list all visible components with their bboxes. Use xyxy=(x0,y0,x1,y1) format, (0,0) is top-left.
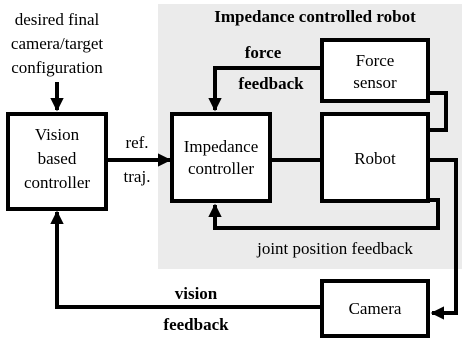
vision-controller-label-line1: Vision xyxy=(35,125,80,144)
impedance-controller-label-line2: controller xyxy=(188,159,254,178)
camera-label: Camera xyxy=(349,299,402,318)
force-feedback-arrow xyxy=(208,66,322,112)
vision-feedback-label-line1: vision xyxy=(175,284,218,303)
force-feedback-label-line1: force xyxy=(245,43,282,62)
impedance-controller-block xyxy=(170,112,272,203)
vision-feedback-arrow xyxy=(50,210,322,309)
robot-label: Robot xyxy=(354,149,396,168)
impedance-controller-label-line1: Impedance xyxy=(184,137,259,156)
vision-controller-label-line2: based xyxy=(38,149,77,168)
robot-to-camera-arrow xyxy=(428,158,458,320)
ref-traj-label-line2: traj. xyxy=(124,167,151,186)
input-label-line2: camera/target xyxy=(11,34,103,53)
force-sensor-block xyxy=(320,38,430,103)
robot-to-force-sensor-line xyxy=(428,91,448,132)
force-sensor-label-line1: Force xyxy=(356,51,395,70)
vision-feedback-label-line2: feedback xyxy=(163,315,229,334)
region-title: Impedance controlled robot xyxy=(214,7,416,26)
joint-position-feedback-arrow xyxy=(208,198,440,230)
camera-block xyxy=(320,279,430,338)
joint-position-feedback-label: joint position feedback xyxy=(256,239,413,258)
vision-controller-block xyxy=(6,112,108,211)
input-label-line3: configuration xyxy=(11,58,103,77)
ref-traj-label-line1: ref. xyxy=(125,133,148,152)
input-label-line1: desired final xyxy=(15,10,100,29)
force-feedback-label-line2: feedback xyxy=(238,74,304,93)
vision-controller-label-line3: controller xyxy=(24,173,90,192)
robot-block xyxy=(320,112,430,203)
force-sensor-label-line2: sensor xyxy=(353,73,397,92)
